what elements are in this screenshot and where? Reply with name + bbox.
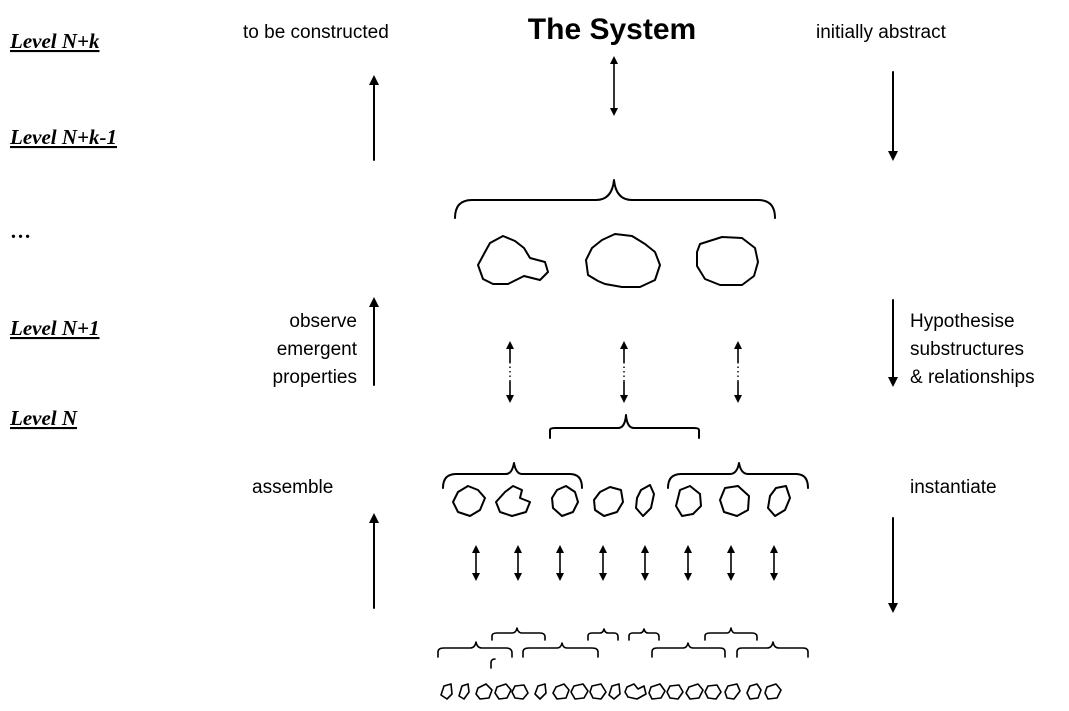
left-label-to-be-constructed: to be constructed	[243, 22, 389, 43]
medium-blobs	[452, 484, 791, 517]
left-label-properties: properties	[273, 367, 358, 388]
right-label-hypothesise: Hypothesise	[910, 311, 1015, 332]
level-label-n: Level N	[9, 406, 78, 430]
large-blob-1	[477, 235, 549, 285]
small-double-arrows	[472, 545, 778, 581]
left-label-observe: observe	[289, 311, 357, 332]
brace-level-n-right	[667, 462, 809, 489]
dotted-double-arrows	[506, 341, 742, 403]
large-blob-3	[696, 236, 759, 286]
level-label-n-plus-k-minus-1: Level N+k-1	[9, 125, 117, 149]
large-blob-2	[585, 233, 661, 288]
bottom-braces	[437, 627, 809, 669]
brace-level-n-plus-1	[454, 179, 776, 219]
level-label-n-plus-1: Level N+1	[9, 316, 100, 340]
brace-level-n-left	[442, 462, 583, 489]
right-label-relationships: & relationships	[910, 367, 1035, 388]
right-label-initially-abstract: initially abstract	[816, 22, 947, 43]
tiny-blobs-row	[440, 683, 782, 700]
right-label-substructures: substructures	[910, 339, 1024, 360]
left-label-emergent: emergent	[277, 339, 358, 360]
level-ellipsis: …	[10, 219, 31, 243]
brace-level-n-middle	[549, 414, 700, 439]
left-label-assemble: assemble	[252, 477, 333, 498]
system-title: The System	[528, 13, 696, 46]
right-label-instantiate: instantiate	[910, 477, 997, 498]
level-label-n-plus-k: Level N+k	[9, 29, 100, 53]
